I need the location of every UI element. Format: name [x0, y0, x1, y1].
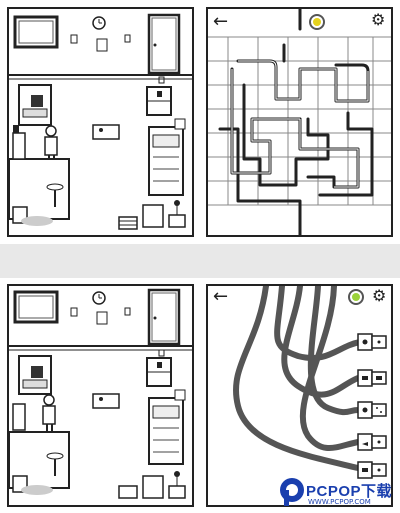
watermark-logo: PCPOP下载 WWW.PCPOP.COM: [276, 474, 400, 513]
wall-picture-icon: [13, 290, 59, 324]
person-icon: [43, 394, 55, 406]
watermark-subtitle: WWW.PCPOP.COM: [308, 498, 371, 506]
lightbulb-icon: [352, 293, 360, 301]
bottom-puzzle-panel: ← ⚙: [206, 284, 393, 507]
cable-plugs-icon: [233, 286, 387, 479]
bottom-settings-button[interactable]: ⚙: [372, 287, 386, 305]
table-icon: [92, 393, 120, 409]
watermark-brand: PCPOP下载: [306, 483, 393, 500]
top-back-button[interactable]: ←: [213, 13, 228, 31]
back-arrow-icon: ←: [213, 11, 229, 32]
gear-icon: ⚙: [371, 10, 386, 29]
gear-icon: ⚙: [372, 286, 387, 305]
bottom-hint-button[interactable]: [348, 289, 364, 305]
table-icon: [92, 124, 120, 140]
room-scene-icon: [9, 13, 192, 230]
bottom-room-panel: [7, 284, 194, 507]
person-icon: [45, 125, 57, 137]
back-arrow-icon: ←: [213, 286, 229, 307]
bottom-back-button[interactable]: ←: [213, 288, 228, 306]
section-divider: [0, 244, 400, 278]
wall-picture-icon: [13, 15, 59, 49]
top-settings-button[interactable]: ⚙: [371, 11, 385, 29]
top-hint-button[interactable]: [309, 14, 325, 30]
top-room-panel: [7, 7, 194, 237]
top-puzzle-panel: ← ⚙: [206, 7, 393, 237]
pipe-maze-icon: [208, 9, 391, 235]
door-icon: [147, 288, 181, 346]
lightbulb-icon: [313, 18, 321, 26]
pcpop-logo-icon: [280, 478, 304, 506]
door-icon: [147, 13, 181, 75]
room-scene-icon: [9, 288, 192, 499]
